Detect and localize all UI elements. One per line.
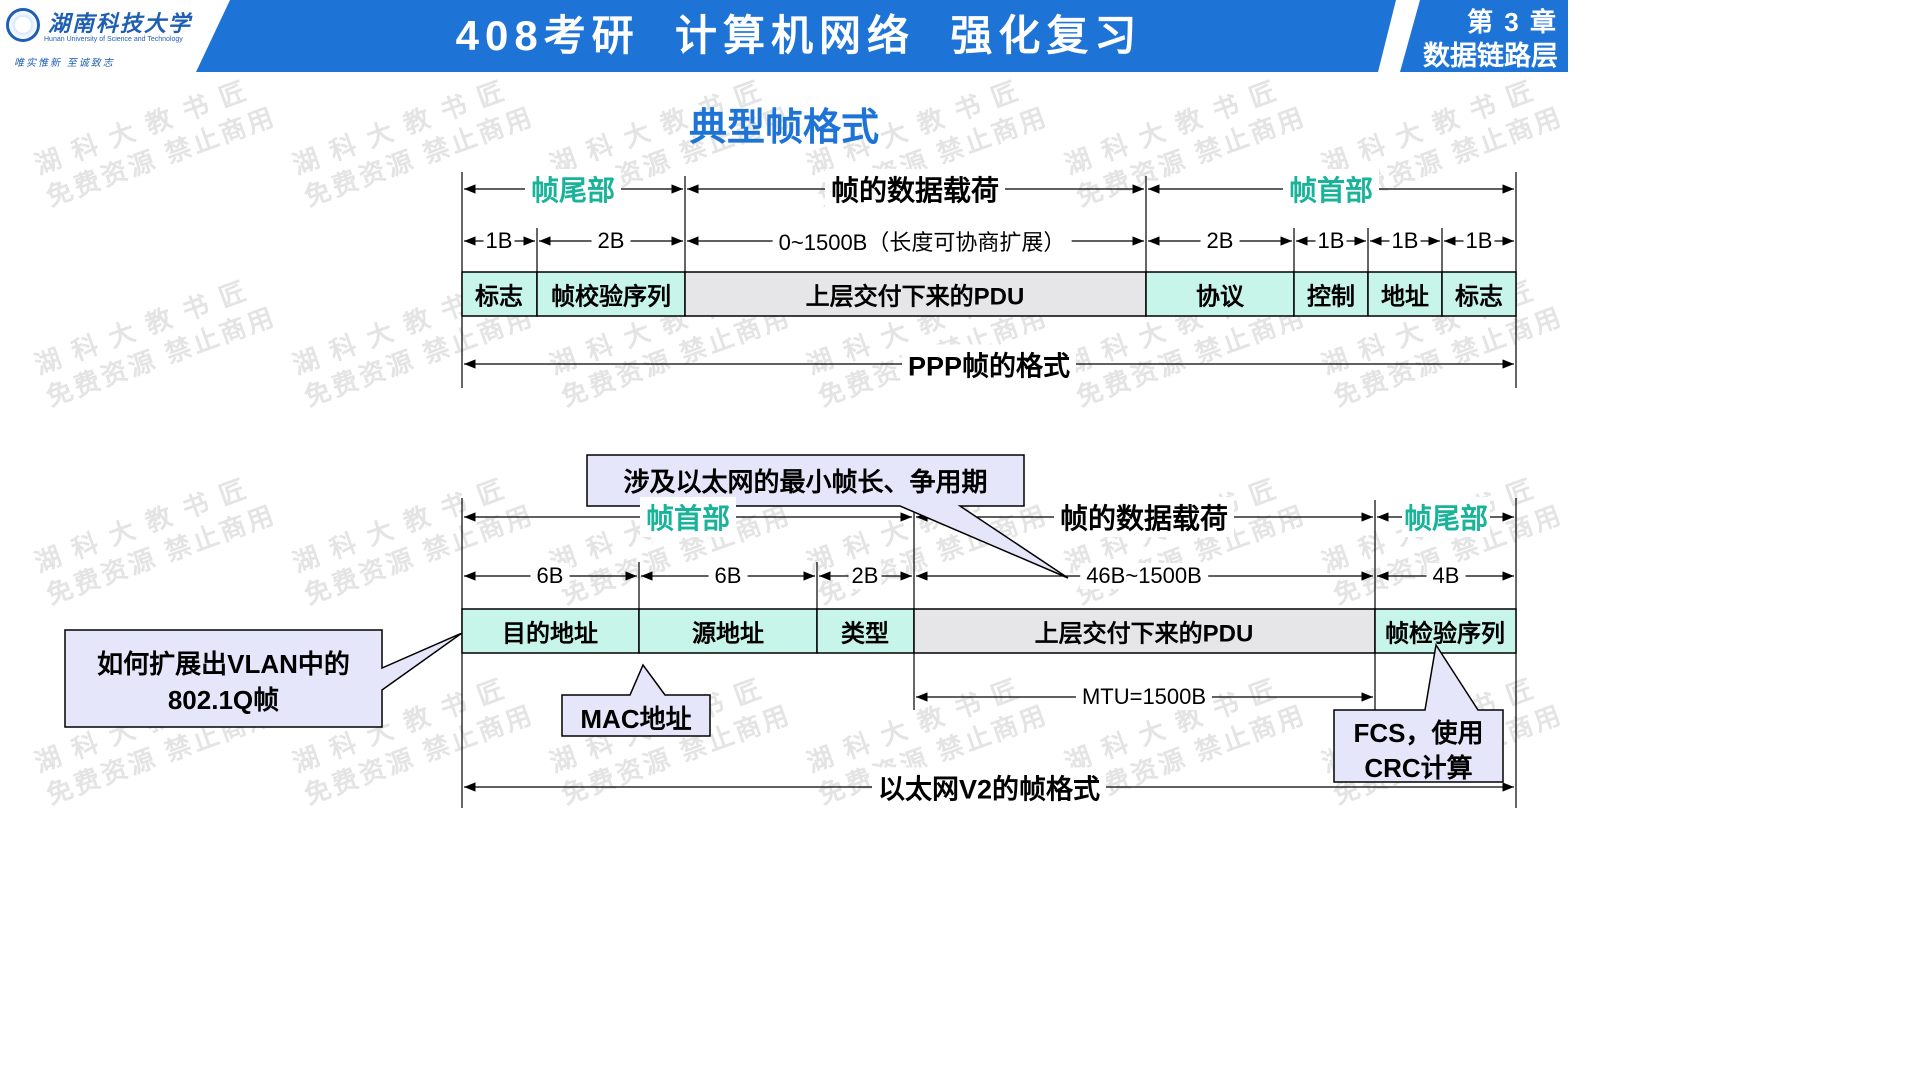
- eth-size-type: 2B: [848, 563, 882, 589]
- ppp-cell-address: 地址: [1381, 283, 1429, 311]
- eth-cell-src-address: 源地址: [692, 620, 764, 648]
- eth-size-payload: 46B~1500B: [1080, 563, 1208, 589]
- eth-mtu-label: MTU=1500B: [1075, 684, 1213, 710]
- chapter-name: 数据链路层: [1423, 41, 1558, 71]
- header-bar: 湖南科技大学 Hunan University of Science and T…: [0, 0, 1568, 72]
- callout-fcs-line2: CRC计算: [1364, 753, 1473, 783]
- ppp-payload-label: 帧的数据载荷: [824, 169, 1006, 209]
- ppp-trailer-label: 帧尾部: [524, 169, 622, 209]
- frame-diagram: [64, 172, 1517, 808]
- eth-cell-pdu: 上层交付下来的PDU: [1034, 620, 1254, 648]
- ppp-size-payload: 0~1500B（长度可协商扩展）: [772, 225, 1072, 257]
- ppp-size-flag-start: 1B: [1463, 228, 1495, 254]
- ppp-cell-fcs: 帧校验序列: [551, 283, 671, 311]
- eth-header-label: 帧首部: [639, 497, 737, 537]
- eth-trailer-label: 帧尾部: [1401, 497, 1491, 537]
- ppp-frame-diagram: [461, 172, 1517, 388]
- university-english-name: Hunan University of Science and Technolo…: [44, 36, 183, 43]
- course-title: 408考研 计算机网络 强化复习: [455, 12, 1143, 59]
- callout-min-frame-text: 涉及以太网的最小帧长、争用期: [623, 467, 988, 497]
- callout-min-frame: [586, 454, 1069, 579]
- university-motto: 唯实惟新 至诚致志: [14, 58, 115, 69]
- ppp-size-address: 1B: [1389, 228, 1421, 254]
- chapter-badge: 第 3 章 数据链路层: [1378, 0, 1568, 72]
- ppp-header-label: 帧首部: [1282, 169, 1380, 209]
- ppp-size-control: 1B: [1315, 228, 1347, 254]
- chapter-number: 第 3 章: [1467, 7, 1558, 37]
- callout-mac-text: MAC地址: [580, 704, 692, 734]
- eth-cell-fcs: 帧检验序列: [1385, 620, 1505, 648]
- ppp-cell-protocol: 协议: [1196, 283, 1244, 311]
- ppp-cell-pdu: 上层交付下来的PDU: [805, 283, 1025, 311]
- callout-mac: [561, 663, 711, 737]
- eth-payload-label: 帧的数据载荷: [1053, 497, 1235, 537]
- ppp-cell-flag-end: 标志: [475, 283, 523, 311]
- callout-vlan-line1: 如何扩展出VLAN中的: [97, 649, 350, 679]
- ppp-size-protocol: 2B: [1200, 228, 1240, 254]
- university-emblem-icon: [6, 8, 40, 42]
- ppp-cell-control: 控制: [1307, 283, 1355, 311]
- university-name: 湖南科技大学: [48, 11, 193, 37]
- ppp-cell-flag-start: 标志: [1455, 283, 1503, 311]
- callout-fcs-line1: FCS，使用: [1353, 718, 1484, 748]
- callout-fcs: [1333, 642, 1504, 783]
- university-logo: 湖南科技大学 Hunan University of Science and T…: [0, 0, 230, 72]
- ppp-size-flag: 1B: [483, 228, 515, 254]
- page-title: 典型帧格式: [688, 107, 879, 149]
- callout-vlan: [64, 629, 463, 728]
- ethernet-frame-diagram: [461, 498, 1517, 808]
- eth-caption: 以太网V2的帧格式: [871, 767, 1107, 807]
- eth-size-src: 6B: [708, 563, 748, 589]
- eth-cell-type: 类型: [841, 620, 889, 648]
- callout-vlan-line2: 802.1Q帧: [167, 685, 280, 715]
- eth-size-dst: 6B: [530, 563, 570, 589]
- eth-size-fcs: 4B: [1426, 563, 1466, 589]
- ppp-size-fcs: 2B: [591, 228, 631, 254]
- eth-cell-dst-address: 目的地址: [502, 620, 598, 648]
- ppp-caption: PPP帧的格式: [901, 344, 1077, 384]
